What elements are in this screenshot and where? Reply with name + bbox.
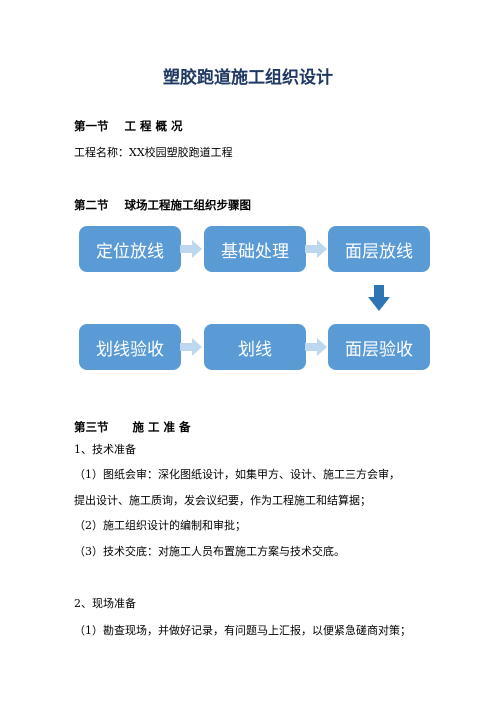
item-drawing-review-line1: （1）图纸会审：深化图纸设计，如集甲方、设计、施工三方会审， — [74, 468, 400, 481]
section2-heading: 第二节 球场工程施工组织步骤图 — [74, 197, 251, 213]
item-plan-approval: （2）施工组织设计的编制和审批； — [74, 519, 246, 532]
arrow-down-icon — [368, 285, 390, 311]
section3-title: 施 工 准 备 — [132, 420, 191, 434]
arrow-right-icon — [180, 338, 202, 356]
arrow-right-icon — [305, 338, 327, 356]
item-site-survey: （1）勘查现场，并做好记录，有问题马上汇报，以便紧急磋商对策； — [74, 624, 411, 637]
flow-step-line-marking: 划线 — [204, 324, 306, 370]
subsection-site-prep: 2、现场准备 — [74, 597, 136, 610]
section1-heading: 第一节 工 程 概 况 — [74, 118, 183, 134]
section2-number: 第二节 — [74, 198, 109, 212]
item-drawing-review-line2: 提出设计、施工质询，发会议纪要，作为工程施工和结算据； — [74, 494, 371, 507]
project-name-line: 工程名称：XX校园塑胶跑道工程 — [74, 146, 233, 159]
arrow-right-icon — [305, 240, 327, 258]
section3-number: 第三节 — [74, 420, 109, 434]
flow-step-foundation: 基础处理 — [204, 226, 306, 272]
flow-step-line-acceptance: 划线验收 — [79, 324, 181, 370]
section1-number: 第一节 — [74, 119, 109, 133]
arrow-right-icon — [180, 240, 202, 258]
section3-heading: 第三节 施 工 准 备 — [74, 419, 191, 435]
subsection-technical-prep: 1、技术准备 — [74, 443, 136, 456]
item-technical-briefing: （3）技术交底：对施工人员布置施工方案与技术交底。 — [74, 545, 345, 558]
section1-title: 工 程 概 况 — [124, 119, 183, 133]
flow-step-surface-acceptance: 面层验收 — [328, 324, 430, 370]
flow-step-surface-layout: 面层放线 — [328, 226, 430, 272]
flow-step-positioning: 定位放线 — [79, 226, 181, 272]
section2-title: 球场工程施工组织步骤图 — [124, 198, 252, 212]
document-title: 塑胶跑道施工组织设计 — [163, 68, 333, 88]
